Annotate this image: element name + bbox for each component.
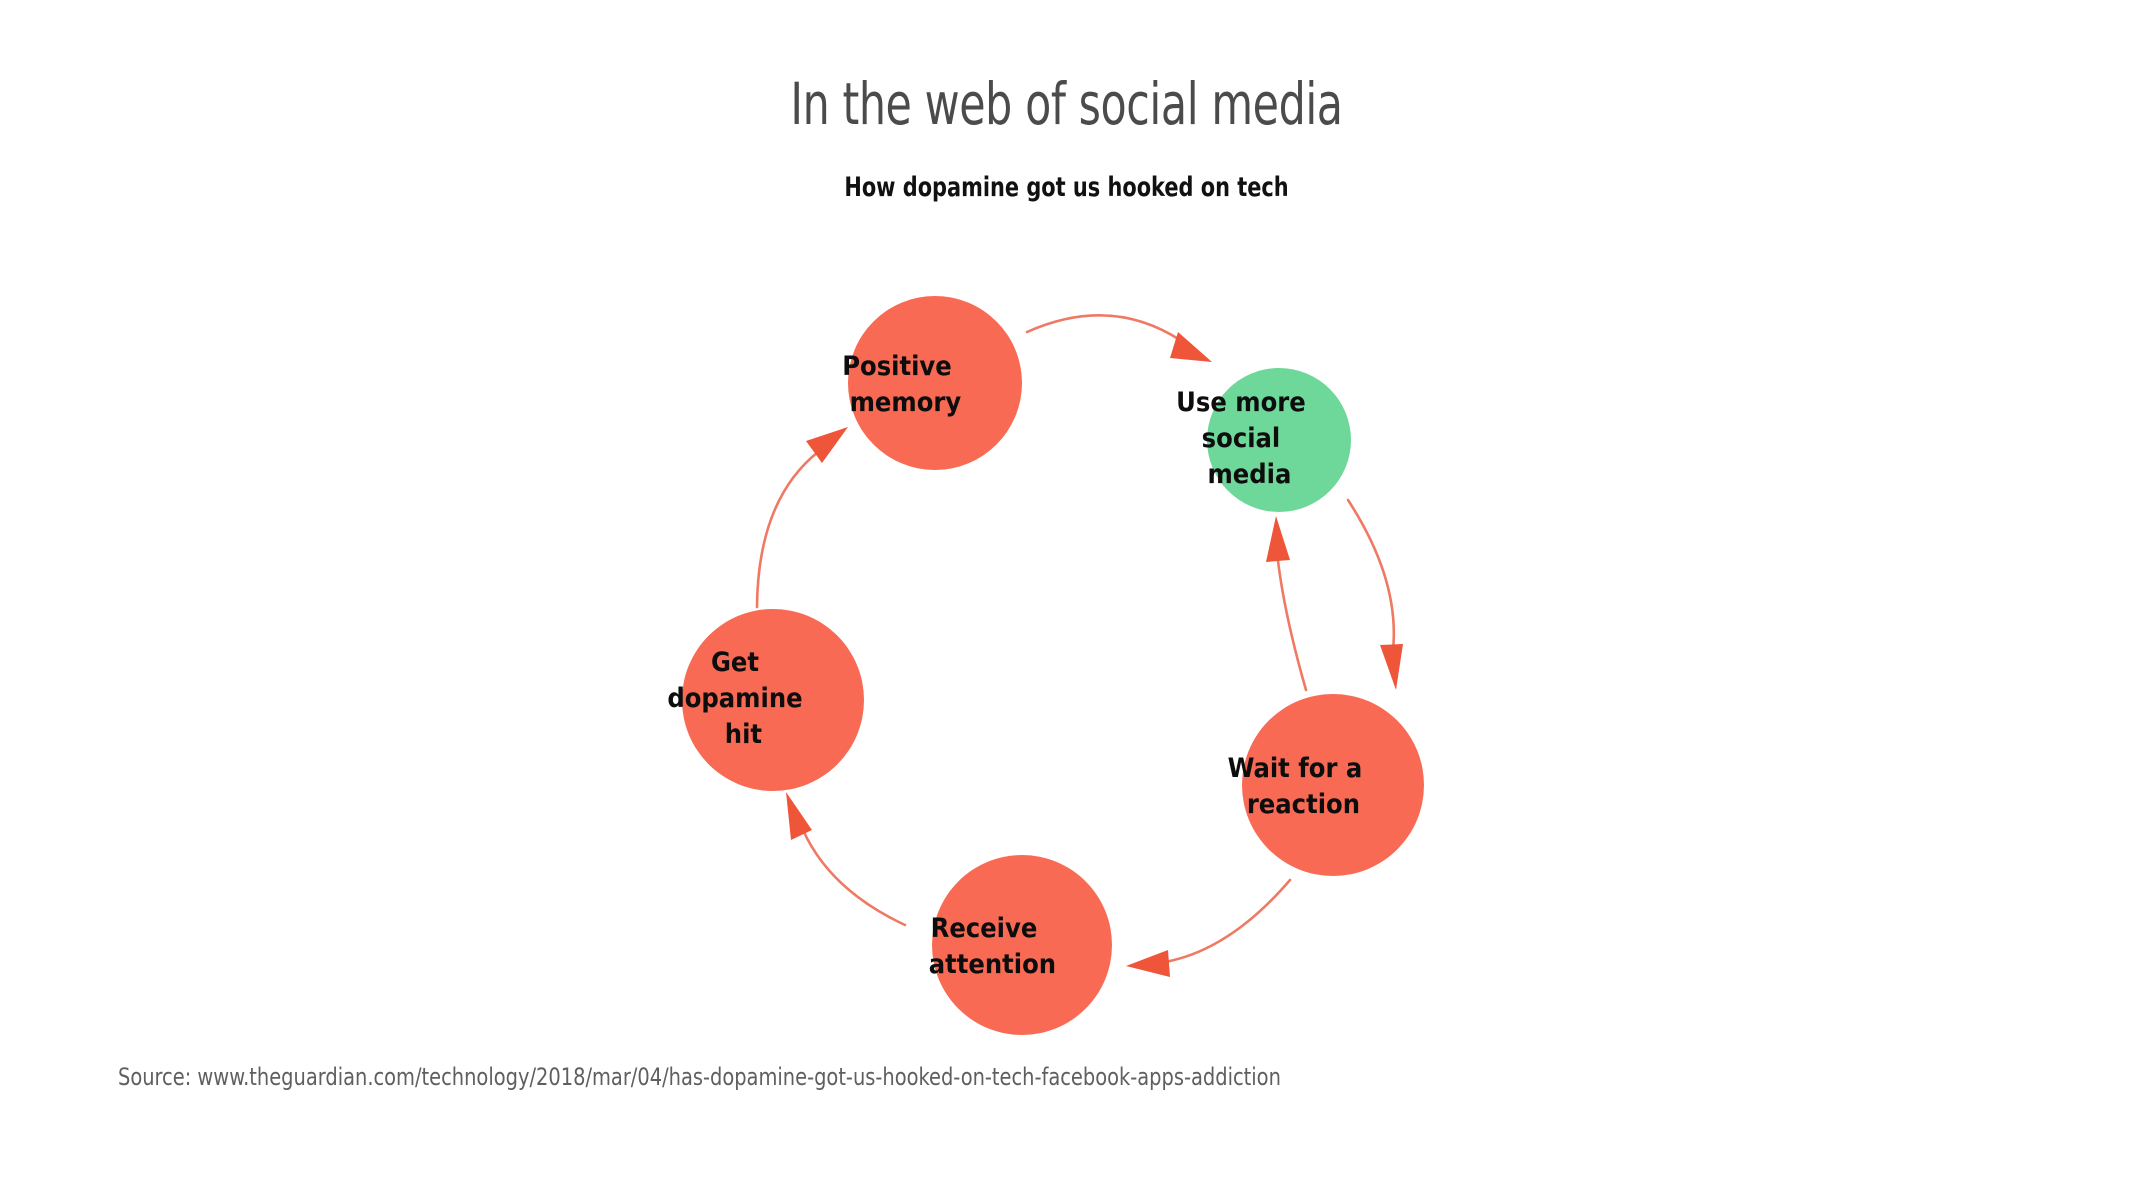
node-get-dopamine-hit-label: Get dopamine hit <box>667 647 878 750</box>
page-subtitle: How dopamine got us hooked on tech <box>844 172 1289 203</box>
node-get-dopamine-hit[interactable]: Get dopamine hit <box>667 609 878 791</box>
node-receive-attention[interactable]: Receive attention <box>929 855 1115 1035</box>
edge-wait-to-social-arrowhead <box>1266 516 1290 562</box>
edge-wait-to-attention <box>1126 878 1292 977</box>
node-receive-attention-label: Receive attention <box>929 913 1115 980</box>
edge-wait-to-attention-line <box>1163 878 1292 964</box>
edge-attention-to-dopamine <box>786 792 907 927</box>
edge-memory-to-social-arrowhead <box>1170 332 1212 362</box>
edge-social-to-wait <box>1346 498 1403 690</box>
node-positive-memory[interactable]: Positive memory <box>842 296 1028 470</box>
edge-social-to-wait-arrowhead <box>1380 644 1403 690</box>
node-positive-memory-circle[interactable] <box>848 296 1022 470</box>
edge-memory-to-social-line <box>1025 314 1182 342</box>
edge-memory-to-social <box>1025 314 1212 362</box>
edge-dopamine-to-memory-arrowhead <box>806 427 848 463</box>
edge-dopamine-to-memory <box>755 427 848 609</box>
node-receive-attention-circle[interactable] <box>932 855 1112 1035</box>
node-wait-for-a-reaction-circle[interactable] <box>1242 694 1424 876</box>
edge-wait-to-attention-arrowhead <box>1126 950 1170 977</box>
node-wait-for-a-reaction[interactable]: Wait for a reaction <box>1228 694 1439 876</box>
node-positive-memory-label: Positive memory <box>842 351 1028 418</box>
edge-wait-to-social-line <box>1275 550 1308 692</box>
edge-attention-to-dopamine-arrowhead <box>786 792 812 840</box>
source-note: Source: www.theguardian.com/technology/2… <box>118 1063 1281 1091</box>
edge-dopamine-to-memory-line <box>755 450 820 609</box>
node-use-more-social-media[interactable]: Use more social media <box>1176 368 1382 512</box>
edge-wait-to-social <box>1266 516 1308 692</box>
node-use-more-social-media-label: Use more social media <box>1176 387 1382 490</box>
edge-social-to-wait-line <box>1346 498 1396 652</box>
node-wait-for-a-reaction-label: Wait for a reaction <box>1228 753 1439 820</box>
page-title: In the web of social media <box>790 70 1343 138</box>
node-use-more-social-media-circle[interactable] <box>1207 368 1351 512</box>
edge-attention-to-dopamine-line <box>801 828 907 927</box>
node-get-dopamine-hit-circle[interactable] <box>682 609 864 791</box>
